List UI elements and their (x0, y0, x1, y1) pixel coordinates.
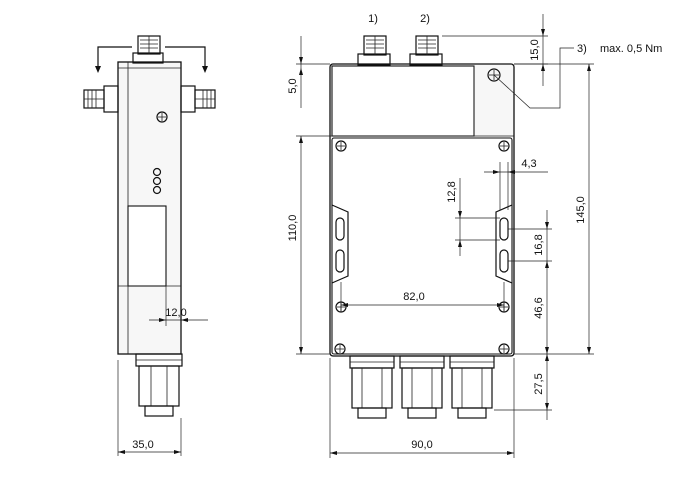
front-left-bracket (331, 204, 349, 284)
front-screw (334, 343, 346, 355)
dim-gland-height: 27,5 (533, 373, 545, 394)
callout-connector-1: 1) (368, 13, 378, 25)
dim-slot-length: 12,8 (446, 181, 458, 202)
torque-leader-line (493, 47, 574, 109)
dim-top-step: 5,0 (287, 78, 299, 93)
front-screw (498, 343, 510, 355)
front-connector-2 (409, 35, 443, 66)
dim-front-height-lower: 110,0 (287, 215, 299, 242)
front-screw (335, 140, 347, 152)
callout-connector-2: 2) (420, 13, 430, 25)
led-indicator (152, 185, 162, 195)
led-indicator (152, 176, 162, 186)
dim-front-width: 90,0 (411, 439, 432, 451)
front-top-cover (331, 65, 475, 137)
dim-side-width: 35,0 (132, 439, 153, 451)
dim-front-height-total: 145,0 (575, 196, 587, 224)
rotation-arrow-left (97, 46, 132, 68)
side-view: 35,0 12,0 (83, 35, 216, 456)
dim-lower-section: 46,6 (533, 297, 545, 318)
front-right-bracket (495, 204, 513, 284)
led-indicator (152, 167, 162, 177)
side-right-connector (180, 85, 216, 113)
dim-slot-offset: 4,3 (521, 158, 536, 170)
side-mount-plate (127, 205, 167, 287)
mounting-slot (335, 217, 345, 241)
callout-torque-value: max. 0,5 Nm (600, 43, 662, 55)
side-cable-gland (135, 353, 183, 417)
dim-side-offset: 12,0 (165, 307, 186, 319)
rotation-arrow-right (165, 46, 206, 68)
side-top-connector (132, 35, 164, 64)
dim-connector-height: 15,0 (529, 39, 541, 60)
mounting-slot (335, 249, 345, 273)
front-lower-panel (331, 137, 513, 355)
front-cable-gland (449, 355, 495, 419)
dim-slot-pitch: 16,8 (533, 234, 545, 255)
front-cable-gland (349, 355, 395, 419)
front-screw (498, 140, 510, 152)
front-view: 1) 2) (287, 13, 662, 458)
front-connector-1 (357, 35, 391, 66)
front-cable-gland (399, 355, 445, 419)
dim-hole-spacing: 82,0 (403, 291, 424, 303)
side-screw (156, 111, 168, 123)
callout-torque-ref: 3) (577, 43, 587, 55)
side-left-connector (83, 85, 119, 113)
